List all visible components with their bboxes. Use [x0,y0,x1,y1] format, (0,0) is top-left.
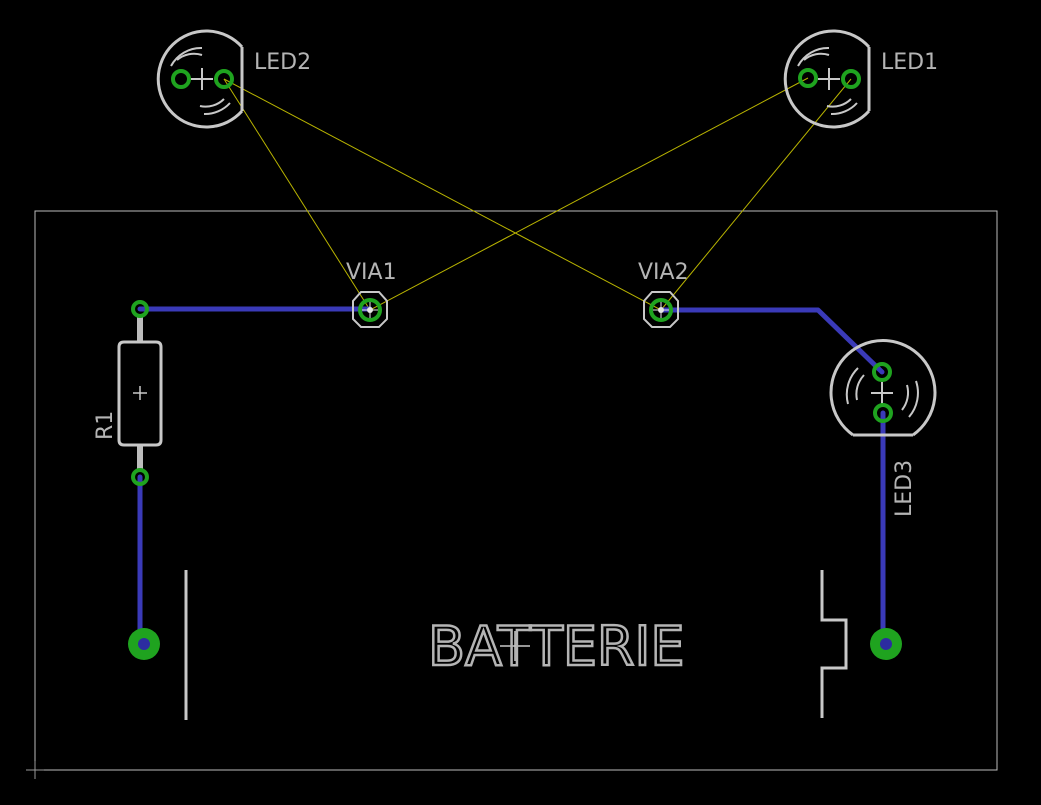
led1-pad-1[interactable] [798,68,818,88]
r1-pad-1[interactable] [131,300,149,318]
trace-via2-led3[interactable] [658,307,885,375]
led1-label: LED1 [881,50,938,75]
via1[interactable]: VIA1 [346,260,397,328]
led2-pad-2[interactable] [214,69,234,89]
led2-pad-1[interactable] [171,69,191,89]
led2-label: LED2 [254,50,311,75]
origin-cross-icon [26,761,44,779]
led1-component[interactable]: LED1 [783,29,938,129]
board-outline [34,210,998,771]
led3-component[interactable]: LED3 [829,339,937,517]
led3-pad-2[interactable] [873,403,893,423]
led3-label: LED3 [892,460,917,517]
via2-label: VIA2 [638,260,689,285]
r1-pad-2[interactable] [131,468,149,486]
led3-pad-1[interactable] [872,362,892,382]
battery-component[interactable]: BATTERIE [128,570,902,720]
battery-label: BATTERIE [428,615,685,678]
led1-pad-2[interactable] [841,69,861,89]
ratsnest-lines [223,77,852,311]
copper-traces [137,306,886,647]
via2[interactable]: VIA2 [638,260,689,328]
r1-label: R1 [93,411,118,440]
led2-component[interactable]: LED2 [156,29,311,129]
via1-label: VIA1 [346,260,397,285]
r1-component[interactable]: R1 [93,300,163,486]
